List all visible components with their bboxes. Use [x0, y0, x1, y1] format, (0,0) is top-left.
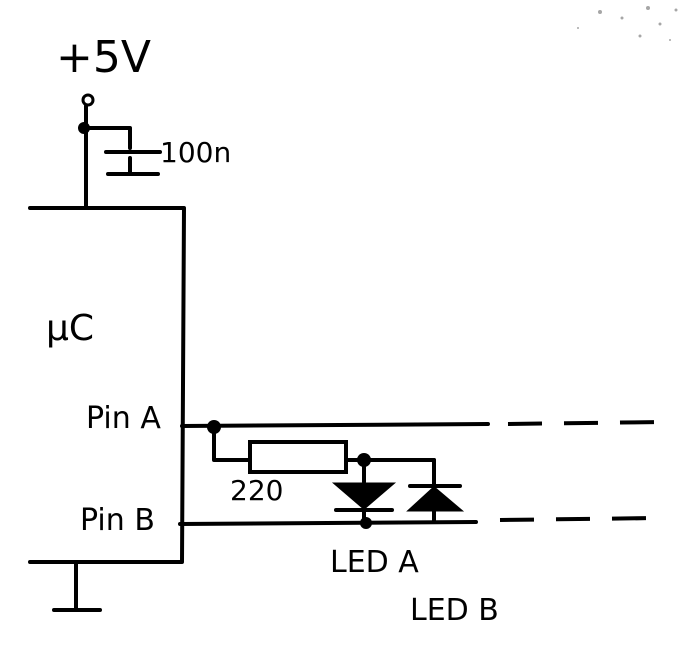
resistor-lead-in: [212, 425, 252, 462]
led-b-text: LED B: [410, 593, 499, 628]
resistor-value: 220: [230, 474, 283, 507]
capacitor-value: 100n: [160, 136, 231, 169]
scan-noise: [577, 6, 678, 41]
led-b-symbol: [406, 458, 465, 524]
supply-label: +5V: [56, 32, 151, 83]
resistor: [248, 440, 348, 474]
pin-b-junction: [360, 517, 372, 529]
microcontroller-label: µC: [46, 308, 94, 349]
led-a-text: LED A: [330, 545, 419, 580]
pin-a-label: Pin A: [86, 401, 161, 436]
supply-terminal: [81, 93, 95, 107]
ground-symbol: [52, 560, 102, 612]
pin-a-wire: [180, 422, 490, 428]
pin-b-continuation: [499, 516, 661, 522]
decoupling-capacitor: [82, 126, 162, 176]
microcontroller-box: [28, 206, 186, 564]
led-a-label: LED A: [330, 545, 419, 580]
pin-b-label: Pin B: [80, 503, 155, 538]
pin-a-continuation: [507, 420, 661, 426]
pin-b-wire: [178, 520, 478, 526]
led-b-label: LED B: [410, 593, 499, 628]
